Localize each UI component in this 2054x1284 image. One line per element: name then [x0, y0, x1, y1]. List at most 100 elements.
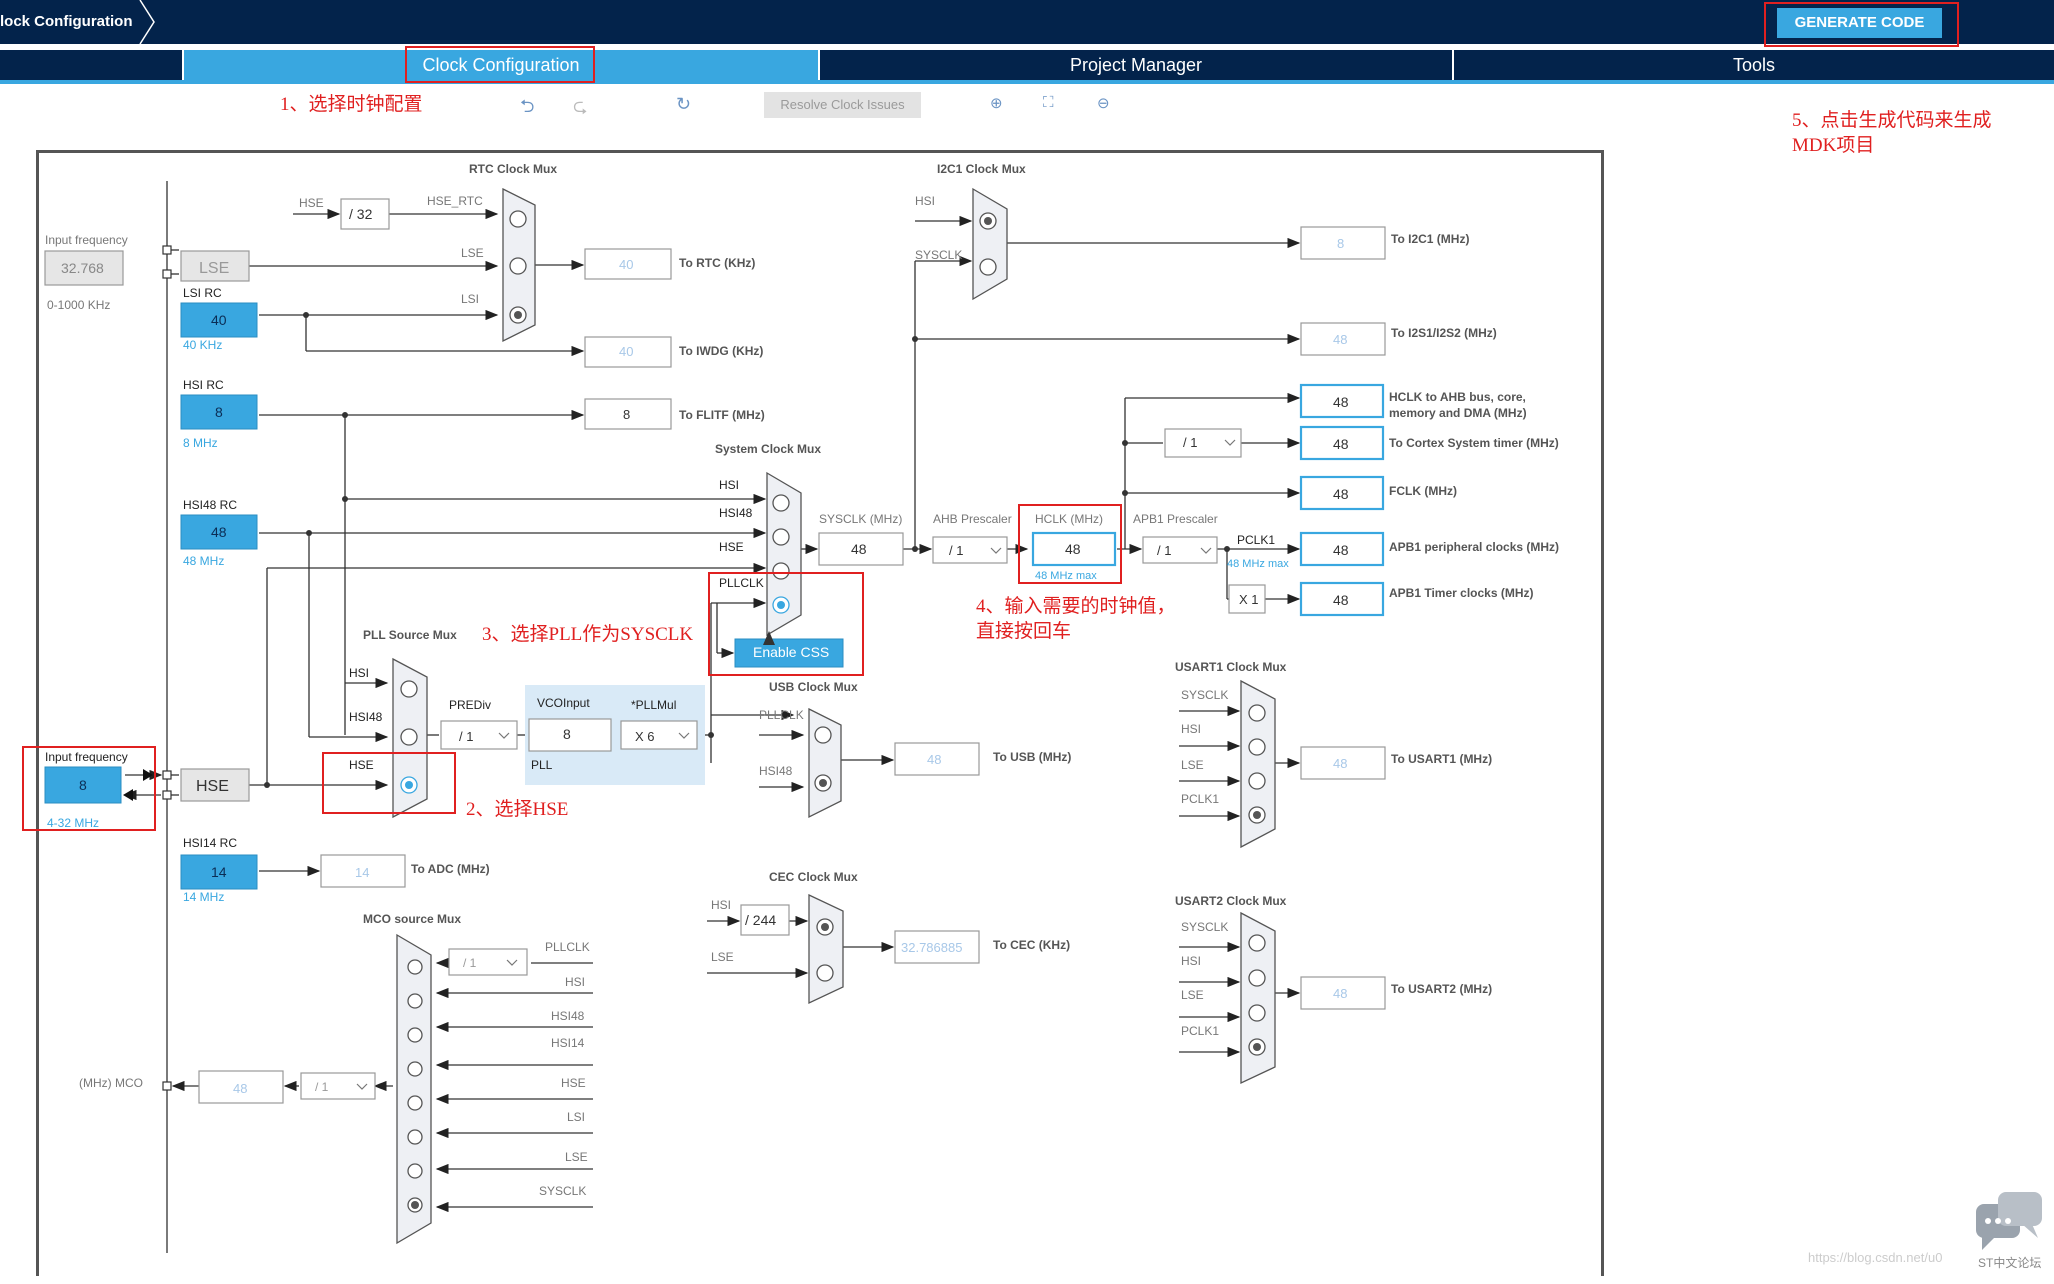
usart1-radio-sysclk[interactable] [1248, 704, 1266, 722]
fit-to-screen-icon[interactable]: ⛶ [1043, 94, 1054, 111]
mco-div-select[interactable] [300, 1072, 376, 1100]
prediv-select[interactable] [440, 720, 518, 750]
x1-label: X 1 [1239, 592, 1259, 607]
to-flitf-box [584, 398, 672, 430]
out-cortex-box [1299, 425, 1385, 461]
mco-div-value[interactable]: / 1 [315, 1080, 329, 1094]
x1-box [1228, 584, 1266, 614]
hse-input-value[interactable]: 8 [79, 777, 87, 793]
lse-input-frequency-label: Input frequency [45, 233, 128, 247]
refresh-icon[interactable]: ↻ [676, 94, 692, 114]
pll-radio-hsi48[interactable] [400, 728, 418, 746]
tab-clock-configuration[interactable]: Clock Configuration [182, 50, 818, 80]
highlight-pllclk-sysclk [708, 572, 864, 676]
mco-pll-div-value[interactable]: / 1 [463, 956, 477, 970]
to-usart2-value: 48 [1333, 986, 1347, 1001]
hsi14-rc-label: HSI14 RC [183, 836, 237, 850]
to-usb-value: 48 [927, 752, 941, 767]
lse-input-value[interactable]: 32.768 [61, 260, 104, 276]
i2c1-mux-title: I2C1 Clock Mux [937, 162, 1026, 176]
to-i2c1-value: 8 [1337, 236, 1344, 251]
zoom-in-icon[interactable]: ⊕ [990, 95, 1003, 112]
mco-radio-hsi14[interactable] [407, 1061, 423, 1077]
resolve-clock-issues-button[interactable]: Resolve Clock Issues [764, 92, 921, 118]
pllmul-select[interactable] [620, 720, 698, 750]
mco-hse-label: HSE [561, 1076, 586, 1090]
ahb-prescaler-select[interactable] [932, 536, 1008, 564]
u1-hsi-label: HSI [1181, 722, 1201, 736]
lse-label: LSE [199, 260, 229, 277]
enable-css-label[interactable]: Enable CSS [753, 644, 829, 660]
mco-radio-hsi[interactable] [407, 993, 423, 1009]
usart1-radio-lse[interactable] [1248, 772, 1266, 790]
pll-hsi-label: HSI [349, 666, 369, 680]
usart1-radio-hsi[interactable] [1248, 738, 1266, 756]
rtc-radio-hse[interactable] [509, 210, 527, 228]
sys-radio-hsi48[interactable] [772, 528, 790, 546]
lsi-rc-block [180, 302, 258, 338]
i2c1-radio-sysclk[interactable] [979, 258, 997, 276]
mco-radio-hse[interactable] [407, 1095, 423, 1111]
hsi-value: 8 [215, 404, 223, 420]
mco-lse-label: LSE [565, 1150, 588, 1164]
i2c1-hsi-label: HSI [915, 194, 935, 208]
hse-input-box[interactable] [44, 766, 122, 804]
mco-pll-div-select[interactable] [448, 948, 528, 976]
out-apb1p-box [1299, 531, 1385, 567]
breadcrumb-clock-configuration[interactable]: lock Configuration [0, 13, 133, 30]
enable-css-button[interactable] [734, 638, 844, 668]
hsi-rc-block [180, 394, 258, 430]
redo-icon[interactable]: ⮎ [573, 96, 588, 116]
prediv-label: PREDiv [449, 698, 491, 712]
highlight-clock-configuration-tab [405, 46, 595, 83]
pllmul-value[interactable]: X 6 [635, 729, 655, 744]
mco-radio-hsi48[interactable] [407, 1027, 423, 1043]
tab-underline [0, 80, 2054, 84]
usart2-mux-shape [1240, 911, 1276, 1085]
apb1-prescaler-select[interactable] [1142, 536, 1218, 564]
cec-lse-label: LSE [711, 950, 734, 964]
pll-radio-hsi[interactable] [400, 680, 418, 698]
generate-code-button[interactable]: GENERATE CODE [1777, 8, 1942, 38]
to-usart1-box [1300, 746, 1386, 780]
cortex-div-select[interactable] [1164, 428, 1242, 458]
cec-div-label: / 244 [745, 912, 776, 928]
usb-radio-pllclk[interactable] [814, 726, 832, 744]
hclk-input[interactable] [1031, 531, 1117, 567]
mco-radio-lse[interactable] [407, 1163, 423, 1179]
out-apb1p-label: APB1 peripheral clocks (MHz) [1389, 540, 1559, 554]
rtc-radio-lse[interactable] [509, 257, 527, 275]
ahb-div-value[interactable]: / 1 [949, 543, 963, 558]
sys-radio-hse[interactable] [772, 562, 790, 580]
usart2-radio-hsi[interactable] [1248, 969, 1266, 987]
tab-project-manager[interactable]: Project Manager [818, 50, 1452, 80]
usart2-radio-lse[interactable] [1248, 1004, 1266, 1022]
sys-radio-hsi[interactable] [772, 494, 790, 512]
u2-lse-label: LSE [1181, 988, 1204, 1002]
hclk-value[interactable]: 48 [1065, 541, 1081, 557]
mco-radio-pllclk[interactable] [407, 959, 423, 975]
top-bar: lock Configuration GENERATE CODE [0, 0, 2054, 44]
forum-logo-icon [1976, 1192, 2042, 1250]
prediv-value[interactable]: / 1 [459, 729, 473, 744]
lse-input-box[interactable] [44, 250, 124, 286]
to-usart1-value: 48 [1333, 756, 1347, 771]
cec-radio-lse[interactable] [816, 964, 834, 982]
cortex-div-value[interactable]: / 1 [1183, 435, 1197, 450]
to-i2c1-label: To I2C1 (MHz) [1391, 232, 1469, 246]
zoom-out-icon[interactable]: ⊖ [1097, 95, 1110, 112]
out-hclk-label-b: memory and DMA (MHz) [1389, 406, 1527, 420]
undo-icon[interactable]: ⮌ [520, 96, 535, 116]
mco-radio-lsi[interactable] [407, 1129, 423, 1145]
clock-tree-diagram: Input frequency 32.768 0-1000 KHz LSE LS… [36, 150, 1604, 1276]
u1-sysclk-label: SYSCLK [1181, 688, 1228, 702]
mco-hsi14-label: HSI14 [551, 1036, 585, 1050]
out-fclk-label: FCLK (MHz) [1389, 484, 1457, 498]
div32-box [340, 198, 390, 230]
apb1-div-value[interactable]: / 1 [1157, 543, 1171, 558]
to-cec-value: 32.786885 [901, 940, 962, 955]
mux-shapes [392, 187, 1276, 1245]
tab-tools[interactable]: Tools [1452, 50, 2054, 80]
usart2-radio-sysclk[interactable] [1248, 934, 1266, 952]
mco-mux-shape [396, 933, 432, 1245]
